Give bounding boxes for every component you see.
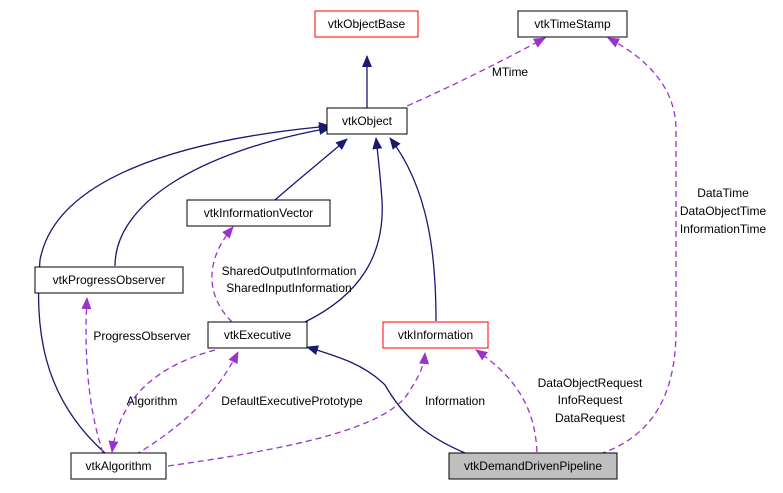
label-datarequest: DataRequest <box>555 411 626 425</box>
label-mtime: MTime <box>492 65 529 79</box>
node-vtktimestamp[interactable]: vtkTimeStamp <box>517 10 628 38</box>
node-vtkobjectbase[interactable]: vtkObjectBase <box>314 10 419 38</box>
label-sharedinputinformation: SharedInputInformation <box>226 281 351 295</box>
label-sharedoutputinformation: SharedOutputInformation <box>222 264 357 278</box>
node-label: vtkObjectBase <box>328 17 406 31</box>
node-label: vtkInformation <box>398 328 473 342</box>
edge-executive-uses-infovector <box>211 226 234 323</box>
node-vtkprogressobserver[interactable]: vtkProgressObserver <box>34 266 184 294</box>
label-defaultexecutiveprototype: DefaultExecutivePrototype <box>221 394 363 408</box>
edge-labels: MTime DataTime DataObjectTime Informatio… <box>93 65 766 425</box>
node-label: vtkExecutive <box>224 328 292 342</box>
edge-executive-uses-algorithm <box>108 349 216 453</box>
node-label: vtkProgressObserver <box>53 273 166 287</box>
node-vtkobject[interactable]: vtkObject <box>326 107 408 135</box>
node-label: vtkDemandDrivenPipeline <box>464 459 602 473</box>
node-label: vtkAlgorithm <box>85 459 151 473</box>
edge-ddp-uses-timestamp <box>599 37 677 455</box>
label-algorithm: Algorithm <box>127 394 178 408</box>
edge-algorithm-uses-progressobserver <box>81 297 104 454</box>
node-vtkinformation[interactable]: vtkInformation <box>382 321 489 349</box>
inheritance-edges <box>37 55 466 454</box>
node-vtkdemanddrivenpipeline[interactable]: vtkDemandDrivenPipeline <box>448 452 618 480</box>
edge-infovector-to-vtkobject <box>274 138 348 201</box>
edge-algorithm-uses-executive <box>134 351 239 456</box>
node-label: vtkTimeStamp <box>534 17 611 31</box>
node-label: vtkObject <box>342 114 393 128</box>
usage-edges <box>81 37 677 467</box>
edge-progressobserver-to-vtkobject <box>114 125 331 267</box>
node-vtkalgorithm[interactable]: vtkAlgorithm <box>70 452 167 480</box>
label-datatime: DataTime <box>697 186 749 200</box>
node-label: vtkInformationVector <box>204 206 313 220</box>
edge-vtkobject-uses-timestamp <box>397 37 546 111</box>
node-vtkexecutive[interactable]: vtkExecutive <box>207 321 308 349</box>
label-information: Information <box>425 394 485 408</box>
edge-ddp-to-vtkexecutive <box>306 345 466 454</box>
edge-algorithm-to-vtkobject <box>37 122 331 454</box>
edge-algorithm-uses-information <box>167 352 430 467</box>
edge-ddp-uses-information <box>475 349 538 453</box>
label-dataobjecttime: DataObjectTime <box>680 204 767 218</box>
label-inforequest: InfoRequest <box>558 393 623 407</box>
edge-executive-to-vtkobject <box>304 137 383 323</box>
label-dataobjectrequest: DataObjectRequest <box>538 376 643 390</box>
node-vtkinformationvector[interactable]: vtkInformationVector <box>186 199 331 227</box>
label-informationtime: InformationTime <box>680 222 767 236</box>
label-progressobserver: ProgressObserver <box>93 329 190 343</box>
edge-information-to-vtkobject <box>389 137 437 322</box>
